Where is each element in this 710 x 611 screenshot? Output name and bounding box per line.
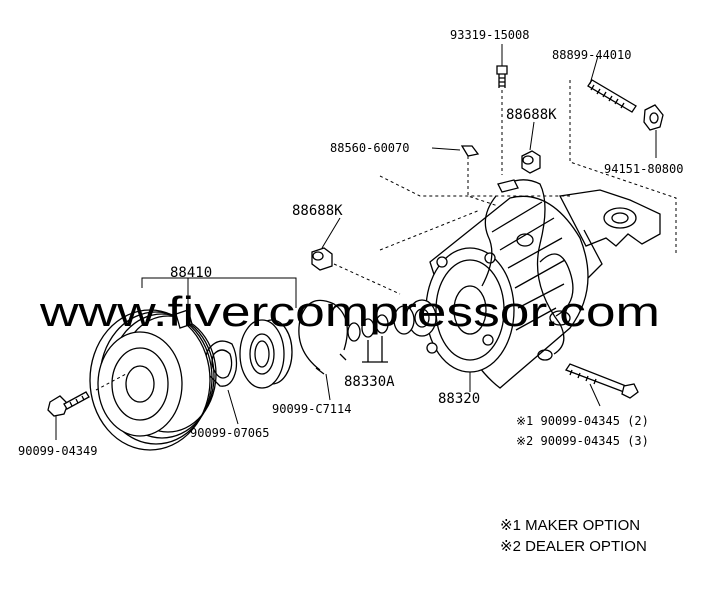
label-93319-15008: 93319-15008 — [450, 28, 529, 42]
label-88899-44010: 88899-44010 — [552, 48, 631, 62]
label-bolt-option-2: ※2 90099-04345 (3) — [516, 434, 649, 448]
label-90099-07065: 90099-07065 — [190, 426, 269, 440]
label-88560-60070: 88560-60070 — [330, 141, 409, 155]
label-88410: 88410 — [170, 265, 212, 281]
watermark-url: www.fivercompressor.com — [39, 288, 660, 335]
clip-88560-drawing — [431, 145, 480, 157]
bolt-93319-drawing — [496, 44, 508, 88]
label-90099-c7114: 90099-C7114 — [272, 402, 351, 416]
bolt-90099-04345-drawing — [565, 363, 639, 407]
note-dealer-option: ※2 DEALER OPTION — [500, 538, 647, 555]
label-88330a: 88330A — [344, 374, 395, 390]
label-bolt-option-1: ※1 90099-04345 (2) — [516, 414, 649, 428]
label-94151-80800: 94151-80800 — [604, 162, 683, 176]
label-88688k-top: 88688K — [506, 107, 557, 123]
bolt-04349-drawing — [47, 391, 90, 440]
long-bolt-88899-drawing — [587, 55, 637, 113]
note-maker-option: ※1 MAKER OPTION — [500, 517, 640, 534]
bushing-88688-left-drawing — [311, 217, 341, 271]
label-88320: 88320 — [438, 391, 480, 407]
shims-88330-drawing — [347, 305, 415, 363]
bushing-88688-top-drawing — [521, 121, 541, 174]
clutch-pulley-88410-drawing — [89, 309, 217, 451]
snap-ring-c7114-drawing — [298, 299, 348, 401]
label-90099-04349: 90099-04349 — [18, 444, 97, 458]
nut-94151-drawing — [643, 104, 664, 158]
label-88688k-left: 88688K — [292, 203, 343, 219]
compressor-88320-drawing — [407, 179, 661, 389]
bearing-drawing — [239, 319, 293, 389]
